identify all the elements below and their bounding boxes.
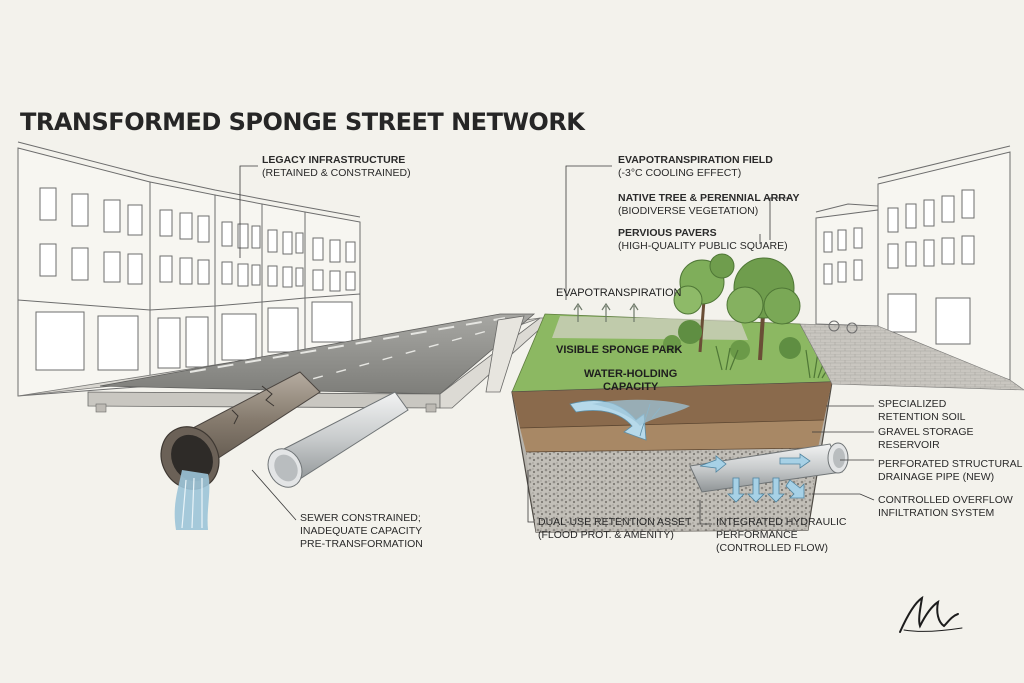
pervious-plaza xyxy=(799,320,1024,391)
label-integrated-1: INTEGRATED HYDRAULIC xyxy=(716,516,847,528)
label-retention-soil-2: RETENTION SOIL xyxy=(878,411,966,423)
label-gravel-storage: GRAVEL STORAGE RESERVOIR xyxy=(878,426,974,452)
leader-lines xyxy=(239,165,875,525)
label-visible-sponge-park: VISIBLE SPONGE PARK xyxy=(556,344,683,356)
page-title: TRANSFORMED SPONGE STREET NETWORK xyxy=(20,108,585,136)
left-buildings xyxy=(17,141,361,397)
label-gravel-2: RESERVOIR xyxy=(878,439,940,451)
trees xyxy=(663,253,833,379)
label-sewer-2: INADEQUATE CAPACITY xyxy=(300,525,423,537)
label-water-holding: WATER-HOLDING CAPACITY xyxy=(584,368,677,394)
label-retention-soil-1: SPECIALIZED xyxy=(878,398,947,410)
label-overflow-1: CONTROLLED OVERFLOW xyxy=(878,494,1013,506)
label-evapotranspiration-field: EVAPOTRANSPIRATION FIELD (-3°C COOLING E… xyxy=(618,154,773,180)
left-street xyxy=(17,313,554,413)
label-gravel-1: GRAVEL STORAGE xyxy=(878,426,974,438)
label-dual-use-retention: DUAL-USE RETENTION ASSET (FLOOD PROT. & … xyxy=(538,516,691,542)
label-integrated-2: PERFORMANCE xyxy=(716,529,798,541)
label-pervious-sub: (HIGH-QUALITY PUBLIC SQUARE) xyxy=(618,240,788,252)
label-legacy-head: LEGACY INFRASTRUCTURE xyxy=(262,154,406,166)
label-overflow-2: INFILTRATION SYSTEM xyxy=(878,507,995,519)
label-native-tree-sub: (BIODIVERSE VEGETATION) xyxy=(618,205,759,217)
label-pervious-pavers: PERVIOUS PAVERS (HIGH-QUALITY PUBLIC SQU… xyxy=(618,227,788,253)
label-evap-field-head: EVAPOTRANSPIRATION FIELD xyxy=(618,154,773,166)
label-perforated-1: PERFORATED STRUCTURAL xyxy=(878,458,1023,470)
label-sewer-3: PRE-TRANSFORMATION xyxy=(300,538,423,550)
label-native-tree: NATIVE TREE & PERENNIAL ARRAY (BIODIVERS… xyxy=(618,192,799,218)
label-evapotranspiration: EVAPOTRANSPIRATION xyxy=(556,287,682,299)
label-controlled-overflow: CONTROLLED OVERFLOW INFILTRATION SYSTEM xyxy=(878,494,1013,520)
signature-mark xyxy=(899,595,963,633)
label-perforated-pipe: PERFORATED STRUCTURAL DRAINAGE PIPE (NEW… xyxy=(878,458,1022,484)
label-legacy-sub: (RETAINED & CONSTRAINED) xyxy=(262,167,411,179)
label-water-holding-2: CAPACITY xyxy=(602,381,659,393)
label-retention-soil: SPECIALIZED RETENTION SOIL xyxy=(878,398,966,424)
label-perforated-2: DRAINAGE PIPE (NEW) xyxy=(878,471,995,483)
label-native-tree-head: NATIVE TREE & PERENNIAL ARRAY xyxy=(618,192,800,204)
label-integrated-hydraulic: INTEGRATED HYDRAULIC PERFORMANCE (CONTRO… xyxy=(716,516,847,555)
label-sewer-1: SEWER CONSTRAINED; xyxy=(300,512,421,524)
label-legacy-infrastructure: LEGACY INFRASTRUCTURE (RETAINED & CONSTR… xyxy=(262,154,411,180)
right-buildings xyxy=(815,145,1011,381)
sewer-pipe-new xyxy=(267,391,409,488)
old-sewer-pipe xyxy=(160,371,321,530)
label-water-holding-1: WATER-HOLDING xyxy=(584,368,678,380)
label-evap-field-sub: (-3°C COOLING EFFECT) xyxy=(618,167,742,179)
label-integrated-3: (CONTROLLED FLOW) xyxy=(716,542,829,554)
label-dual-use-2: (FLOOD PROT. & AMENITY) xyxy=(538,529,674,541)
label-dual-use-1: DUAL-USE RETENTION ASSET xyxy=(538,516,692,528)
label-sewer-constrained: SEWER CONSTRAINED; INADEQUATE CAPACITY P… xyxy=(300,512,423,551)
label-pervious-head: PERVIOUS PAVERS xyxy=(618,227,717,239)
